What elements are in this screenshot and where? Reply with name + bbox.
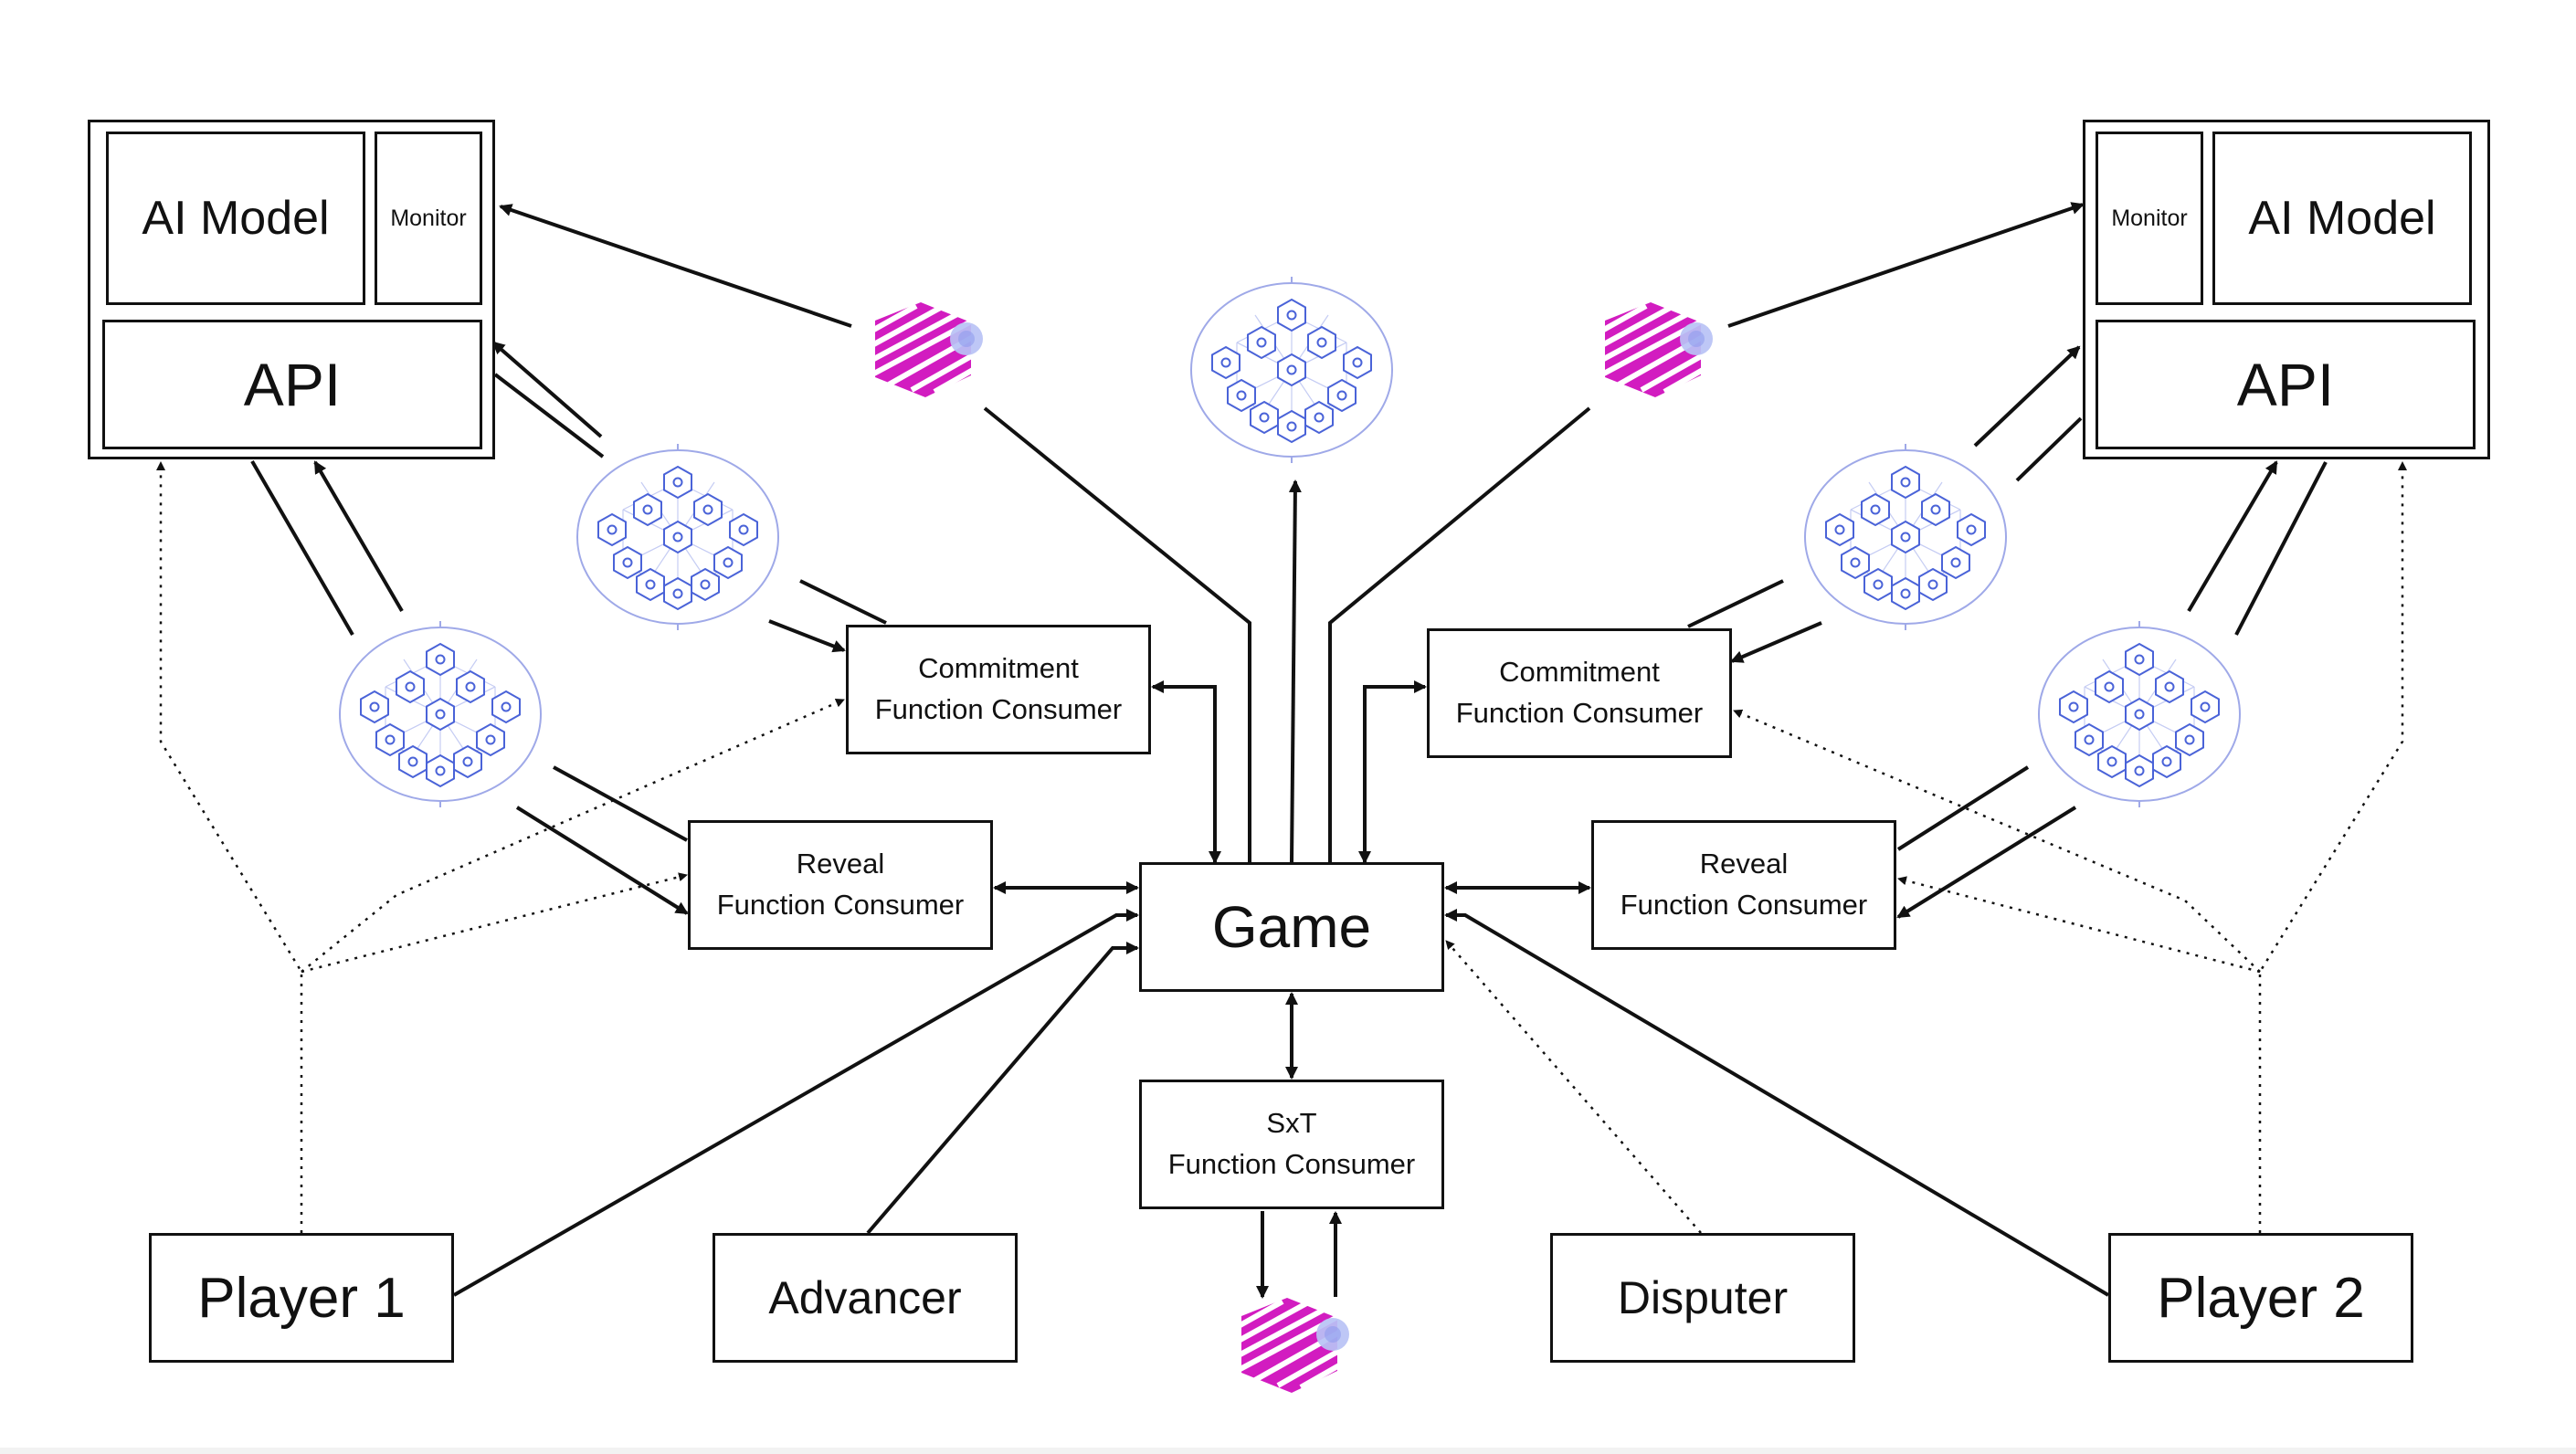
right-upper-network-to-commitment-arrow bbox=[1730, 621, 1822, 663]
player2-box: Player 2 bbox=[2108, 1233, 2413, 1363]
disputer-label: Disputer bbox=[1617, 1272, 1789, 1323]
right-upper-network-to-api-line bbox=[2015, 416, 2083, 482]
left-commitment-consumer-box: Commitment Function Consumer bbox=[846, 625, 1151, 754]
left-upper-network-to-api-arrow bbox=[491, 341, 603, 438]
right-sxt-to-monitor-arrow bbox=[1727, 202, 2085, 328]
left-monitor-label: Monitor bbox=[390, 205, 467, 231]
left-sxt-to-monitor-arrow bbox=[499, 204, 852, 328]
right-lower-network-to-reveal-arrow bbox=[1896, 806, 2077, 919]
game-to-center-network-arrow bbox=[1288, 479, 1302, 863]
left-ai-model-label: AI Model bbox=[142, 192, 330, 245]
bottom-sxt-logo-icon bbox=[1237, 1298, 1349, 1393]
left-reveal-consumer-box: Reveal Function Consumer bbox=[688, 820, 993, 950]
right-lower-network-icon bbox=[2039, 621, 2240, 807]
player2-to-game-arrow bbox=[1444, 909, 2110, 1297]
left-upper-network-to-api-line bbox=[493, 373, 605, 458]
right-ai-model-label: AI Model bbox=[2248, 192, 2436, 245]
right-upper-network-icon bbox=[1805, 444, 2006, 630]
right-api-box: API bbox=[2096, 320, 2476, 449]
right-upper-network-to-commitment-line bbox=[1687, 579, 1784, 628]
left-upper-network-to-commitment-line bbox=[799, 579, 887, 625]
left-reveal-consumer-label: Reveal Function Consumer bbox=[716, 848, 965, 921]
left-upper-network-to-commitment-arrow bbox=[768, 619, 846, 653]
left-lower-network-to-api-arrow bbox=[313, 460, 404, 613]
sxt-consumer-label: SxT Function Consumer bbox=[1167, 1107, 1416, 1180]
left-commitment-game-arrow bbox=[1151, 680, 1221, 864]
right-api-label: API bbox=[2236, 351, 2335, 418]
right-sxt-logo-icon bbox=[1600, 302, 1713, 397]
player2-label: Player 2 bbox=[2157, 1266, 2365, 1330]
right-reveal-consumer-box: Reveal Function Consumer bbox=[1591, 820, 1896, 950]
left-sxt-logo-icon bbox=[871, 302, 983, 397]
left-upper-network-icon bbox=[577, 444, 778, 630]
right-sxt-to-game-line bbox=[1328, 406, 1591, 862]
player1-to-game-arrow bbox=[453, 909, 1139, 1297]
advancer-label: Advancer bbox=[768, 1272, 962, 1323]
player1-to-left-reveal-dotted bbox=[301, 872, 688, 974]
left-lower-network-to-api-line bbox=[250, 459, 354, 637]
game-label: Game bbox=[1211, 894, 1372, 960]
advancer-box: Advancer bbox=[713, 1233, 1018, 1363]
right-commitment-consumer-label: Commitment Function Consumer bbox=[1455, 656, 1704, 729]
advancer-to-game-arrow bbox=[866, 942, 1139, 1235]
right-commitment-game-arrow bbox=[1358, 680, 1427, 864]
left-lower-network-to-reveal-arrow bbox=[515, 806, 689, 915]
player2-to-right-api-dotted bbox=[2258, 461, 2407, 1233]
right-lower-network-to-api-arrow bbox=[2187, 460, 2278, 613]
center-network-icon bbox=[1191, 277, 1392, 463]
right-monitor-box: Monitor bbox=[2096, 132, 2203, 305]
player2-to-right-commitment-dotted bbox=[1733, 709, 2261, 973]
player1-label: Player 1 bbox=[197, 1266, 406, 1330]
right-reveal-consumer-label: Reveal Function Consumer bbox=[1620, 848, 1868, 921]
left-sxt-to-game-line bbox=[983, 406, 1251, 862]
left-api-label: API bbox=[243, 351, 342, 418]
left-lower-network-icon bbox=[340, 621, 541, 807]
disputer-to-game-dotted-arrow bbox=[1445, 940, 1702, 1234]
left-lower-network-to-reveal-line bbox=[553, 765, 688, 842]
right-upper-network-to-api-arrow bbox=[1973, 345, 2081, 448]
bottom-edge-band bbox=[0, 1448, 2576, 1454]
player2-to-right-reveal-dotted bbox=[1897, 876, 2261, 974]
left-monitor-box: Monitor bbox=[375, 132, 482, 305]
right-monitor-label: Monitor bbox=[2111, 205, 2188, 231]
right-ai-model-box: AI Model bbox=[2212, 132, 2472, 305]
left-commitment-consumer-label: Commitment Function Consumer bbox=[874, 652, 1123, 725]
player1-box: Player 1 bbox=[149, 1233, 454, 1363]
sxt-consumer-box: SxT Function Consumer bbox=[1139, 1080, 1444, 1209]
game-box: Game bbox=[1139, 862, 1444, 992]
right-lower-network-to-api-line bbox=[2234, 461, 2328, 636]
left-ai-model-box: AI Model bbox=[106, 132, 365, 305]
right-lower-network-to-reveal-line bbox=[1896, 765, 2030, 851]
right-commitment-consumer-box: Commitment Function Consumer bbox=[1427, 628, 1732, 758]
player1-to-left-api-dotted bbox=[156, 461, 303, 1233]
left-api-box: API bbox=[102, 320, 482, 449]
player1-to-left-commitment-dotted bbox=[301, 698, 845, 973]
disputer-box: Disputer bbox=[1550, 1233, 1855, 1363]
